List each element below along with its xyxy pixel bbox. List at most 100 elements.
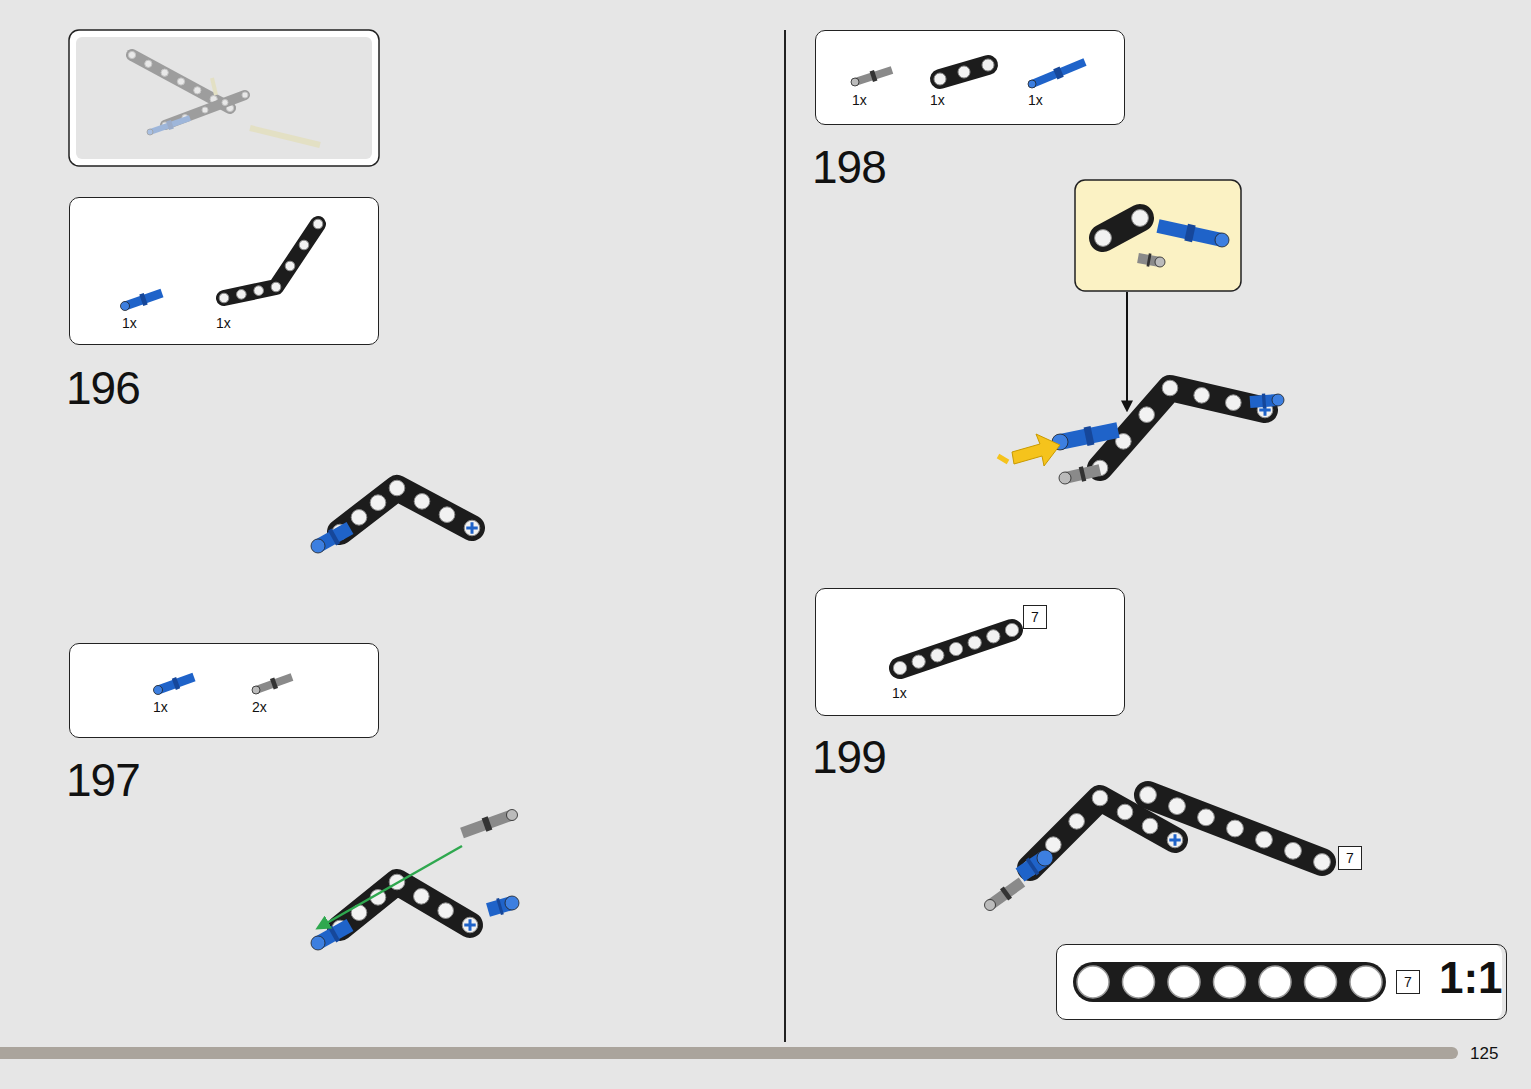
scale-reference [1077,966,1382,998]
beam-hole [1005,623,1018,636]
beam-hole [438,903,454,919]
length-number: 7 [1346,850,1354,866]
pin [150,118,190,132]
beam-hole [1214,966,1246,998]
panel-ground [69,30,379,166]
beam [1093,962,1366,1002]
beam-hole [313,219,323,229]
beam [340,488,472,532]
axle [212,78,216,95]
step-196 [121,219,480,553]
pin-end [1155,257,1165,267]
axle-mark [466,522,477,533]
parts-box: 1x2x [69,643,379,738]
page-bar [0,1047,1458,1059]
thumbnail-frame [69,30,379,166]
pin-collar [1262,393,1265,408]
pin [462,815,512,833]
thumbnail-ground [76,37,372,159]
beam-hole [1069,814,1085,830]
beam [1148,795,1322,862]
beam-hole [912,655,925,668]
pin-collar [1086,435,1093,436]
step-number: 196 [66,361,140,415]
beam-hole [982,59,994,71]
page-divider [784,30,786,1042]
step-197 [154,677,520,950]
beam-hole [1140,787,1157,804]
pin-collar [272,683,276,685]
pin [256,677,292,690]
thumbnail-model [128,51,320,145]
length-number: 7 [1404,974,1412,990]
pin-collar [1031,865,1034,867]
beam [900,630,1012,668]
quantity: 1x [852,92,867,108]
pin-collar [1186,232,1194,234]
beam-hole [285,261,295,271]
beam-hole [389,480,405,496]
beam-hole [1092,790,1108,806]
beam-hole [1077,966,1109,998]
callout-box [1075,180,1241,291]
pin [990,882,1022,905]
quantity: 2x [252,699,267,715]
pin-end [505,896,519,910]
panel-ground [815,30,1125,125]
pin-end [985,900,996,911]
axle-mark [1169,834,1180,845]
beam-hole [414,494,430,510]
callout-arrow [1126,292,1128,410]
length-number: 7 [1031,609,1039,625]
step-198 [851,59,1284,484]
pin [158,677,194,690]
beam-hole [958,66,970,78]
beam-hole [1350,966,1382,998]
beam [224,224,318,298]
pin-collar [332,933,336,935]
beam-hole [219,293,229,303]
beam-hole [161,69,168,76]
beam-hole [271,282,281,292]
beam-hole [1168,966,1200,998]
step-number: 198 [812,140,886,194]
pin-collar [1148,253,1151,266]
quantity: 1x [216,315,231,331]
parts-box: 1x1x1x [815,30,1125,125]
beam-hole [464,520,480,536]
beam-hole [987,630,1000,643]
page-number: 125 [1470,1044,1498,1064]
beam-hole [931,649,944,662]
pin [1060,430,1118,442]
beam-hole [893,661,906,674]
beam [132,55,230,108]
beam-hole [934,73,946,85]
beam-hole [351,510,367,526]
beam-hole [128,51,135,58]
quantity: 1x [930,92,945,108]
beam-hole [1259,966,1291,998]
pin-end [1272,394,1284,406]
step-number: 199 [812,730,886,784]
beam-hole [1256,831,1273,848]
beam-hole [968,636,981,649]
beam-hole [299,240,309,250]
beam-hole [1167,832,1183,848]
length-tag: 7 [1338,846,1362,870]
beam-hole [1123,966,1155,998]
beam-hole [1227,820,1244,837]
pin-end [311,539,325,553]
length-tag: 7 [1396,970,1420,994]
beam-hole [414,889,430,905]
panel-ground [815,588,1125,716]
parts-box: 1x 7 [815,588,1125,716]
pin-collar [1004,892,1008,895]
beam-hole [1194,388,1210,404]
beam-hole [1305,966,1337,998]
beam-hole [222,100,228,106]
quantity: 1x [892,685,907,701]
pin-collar [1055,72,1061,75]
pin-collar [499,898,502,916]
